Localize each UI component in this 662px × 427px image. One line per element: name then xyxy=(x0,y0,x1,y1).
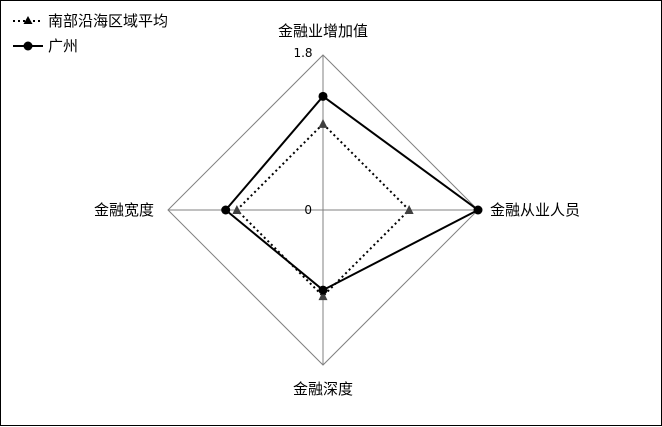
legend-item-guangzhou: 广州 xyxy=(13,37,78,55)
legend-label-guangzhou: 广州 xyxy=(48,37,78,55)
legend-swatch-average-marker xyxy=(23,16,33,24)
point-average-left xyxy=(232,205,242,214)
grid-layer xyxy=(167,54,479,366)
point-guangzhou-left xyxy=(221,205,231,215)
legend: 南部沿海区域平均 广州 xyxy=(13,12,168,55)
axis-label-right: 金融从业人员 xyxy=(490,201,580,219)
legend-item-average: 南部沿海区域平均 xyxy=(13,12,168,30)
series-line-guangzhou xyxy=(224,94,480,292)
series-line-average xyxy=(235,122,411,298)
axis-label-bottom: 金融深度 xyxy=(293,380,353,398)
point-guangzhou-right xyxy=(473,205,483,215)
point-guangzhou-bottom xyxy=(318,285,328,295)
point-guangzhou-top xyxy=(318,91,328,101)
point-average-right xyxy=(404,205,414,214)
tick-label-min: 0 xyxy=(304,203,312,217)
legend-swatch-guangzhou-marker xyxy=(23,41,33,51)
axis-label-top: 金融业增加值 xyxy=(278,22,368,40)
axis-label-left: 金融宽度 xyxy=(94,201,154,219)
legend-label-average: 南部沿海区域平均 xyxy=(48,12,168,30)
series-layer xyxy=(221,91,483,301)
point-average-top xyxy=(318,118,328,128)
tick-label-max: 1.8 xyxy=(293,46,312,60)
label-layer: 金融业增加值 金融从业人员 金融深度 金融宽度 0 1.8 xyxy=(94,22,580,398)
point-average-bottom xyxy=(318,291,328,301)
